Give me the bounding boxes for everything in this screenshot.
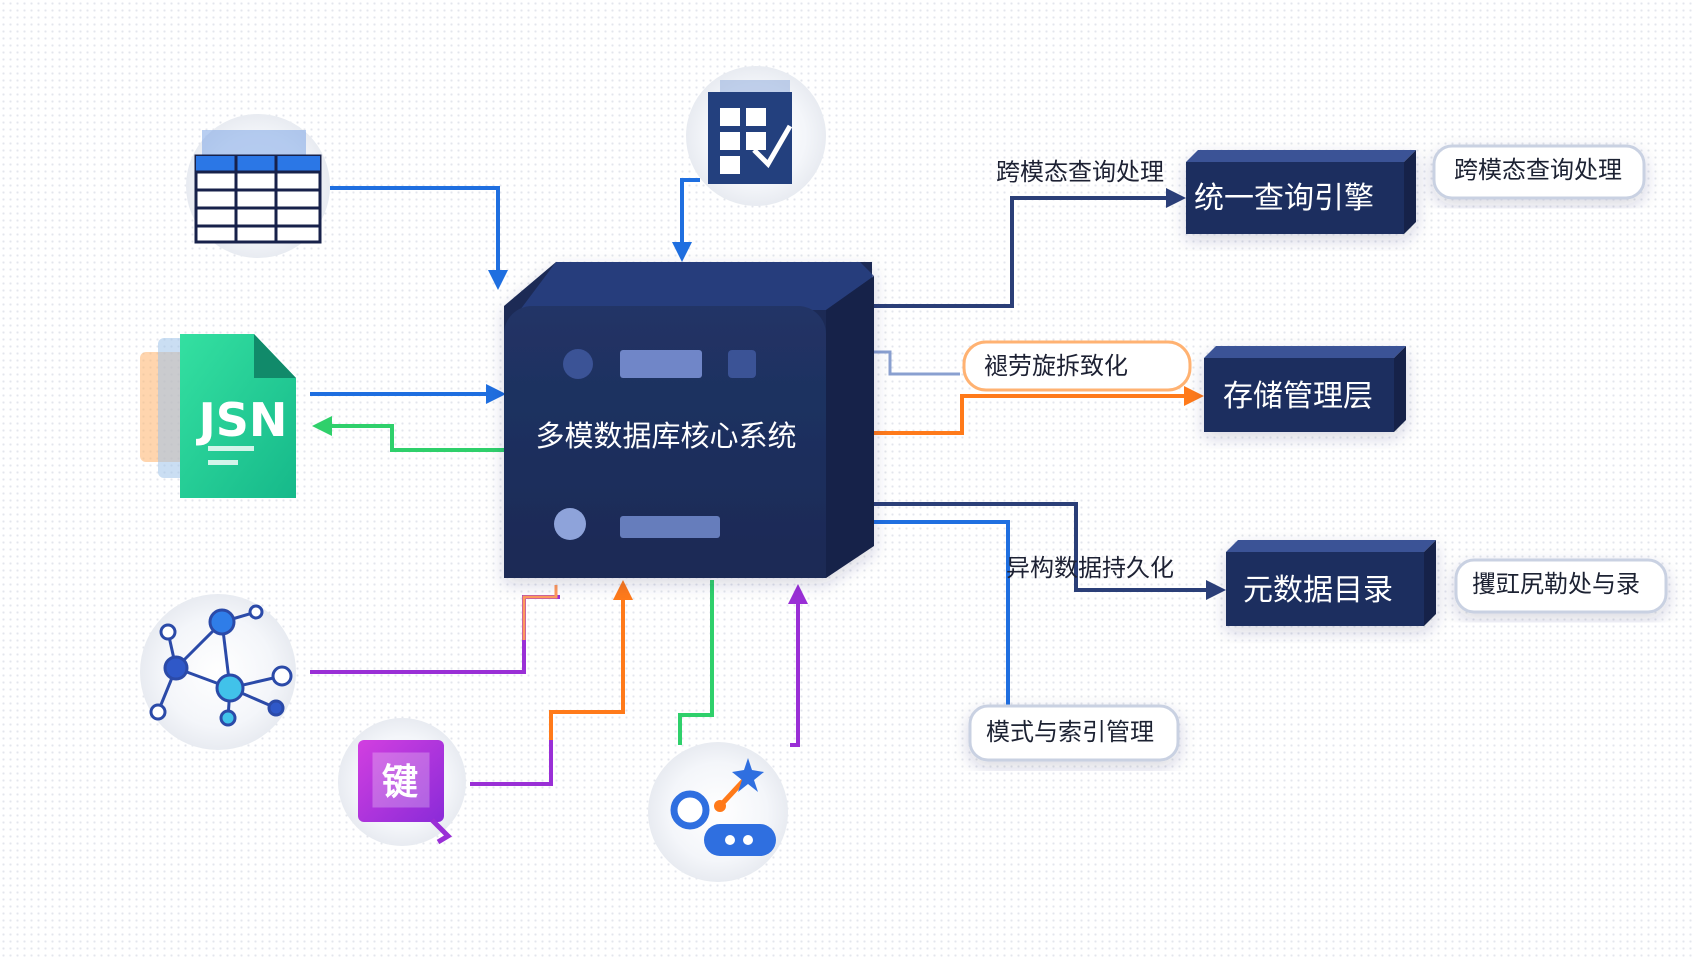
edge-table-to-core [330,186,508,290]
source-json[interactable]: JSN [140,334,296,498]
edge-core-storage [838,386,1204,443]
note-query: 跨模态查询处理 [1432,144,1646,200]
source-table[interactable] [186,114,330,258]
core-drive-bar [620,516,720,538]
catalog-label: 元数据目录 [1243,573,1393,608]
graph-halo [140,594,296,750]
core-panel-button [728,350,756,378]
storage-top [1204,346,1406,358]
query-label: 统一查询引擎 [1194,181,1374,216]
table-icon [194,130,322,244]
core-side-face [826,276,874,578]
core-system[interactable]: 多模数据库核心系统 [504,262,874,578]
core-panel-bar [620,350,702,378]
kv-label: 键 [382,762,418,803]
edge-graph-to-core-highlight [522,585,558,640]
note-catalog: 攫豇尻勒处与录 [1454,558,1668,614]
note-schema-text: 模式与索引管理 [986,718,1154,746]
edge-core-to-catalog [870,502,1226,600]
core-label: 多模数据库核心系统 [535,419,796,453]
edge-label-query: 跨模态查询处理 [996,158,1164,186]
storage-label: 存储管理层 [1223,379,1373,414]
engine-query[interactable]: 统一查询引擎 [1186,150,1416,234]
storage-front [1204,358,1394,432]
core-power-led [554,508,586,540]
source-kv[interactable]: 键 [338,718,466,846]
connectors [310,178,1226,786]
key-value-icon [358,740,453,845]
catalog-top [1226,540,1436,552]
edge-core-to-json [312,416,505,452]
engine-storage[interactable]: 存储管理层 [1204,346,1406,432]
source-document[interactable] [686,66,826,206]
note-catalog-text: 攫豇尻勒处与录 [1472,570,1640,598]
catalog-side [1424,540,1436,626]
engine-catalog[interactable]: 元数据目录 [1226,540,1436,626]
spatial-icon [670,758,776,856]
geo-halo [648,742,788,882]
storage-side [1394,346,1406,432]
query-front [1186,162,1404,234]
edge-label-persist: 异构数据持久化 [1006,554,1174,582]
core-status-led [563,349,593,379]
edge-label-storage: 褪劳旋拆致化 [984,352,1128,380]
edge-kv-to-core-purple [470,740,553,786]
edge-core-to-query [870,188,1186,308]
edge-geo-to-core [678,580,714,745]
source-graph[interactable] [140,594,296,750]
edge-label-storage-pill: 褪劳旋拆致化 [962,340,1192,392]
edge-schema-to-core [804,512,1010,706]
note-schema: 模式与索引管理 [968,704,1180,762]
edge-kv-to-core [470,580,633,786]
json-label: JSN [196,393,288,447]
json-file-icon [180,334,296,498]
source-geo[interactable] [648,742,788,882]
core-top-face [520,262,874,310]
note-query-text: 跨模态查询处理 [1454,156,1622,184]
edge-geo-to-core-purple [788,584,808,747]
graph-network-icon [149,604,293,727]
edge-document-to-core [672,178,700,262]
query-side [1404,150,1416,234]
document-icon [708,80,793,184]
catalog-front [1226,552,1424,626]
query-top [1186,150,1416,162]
